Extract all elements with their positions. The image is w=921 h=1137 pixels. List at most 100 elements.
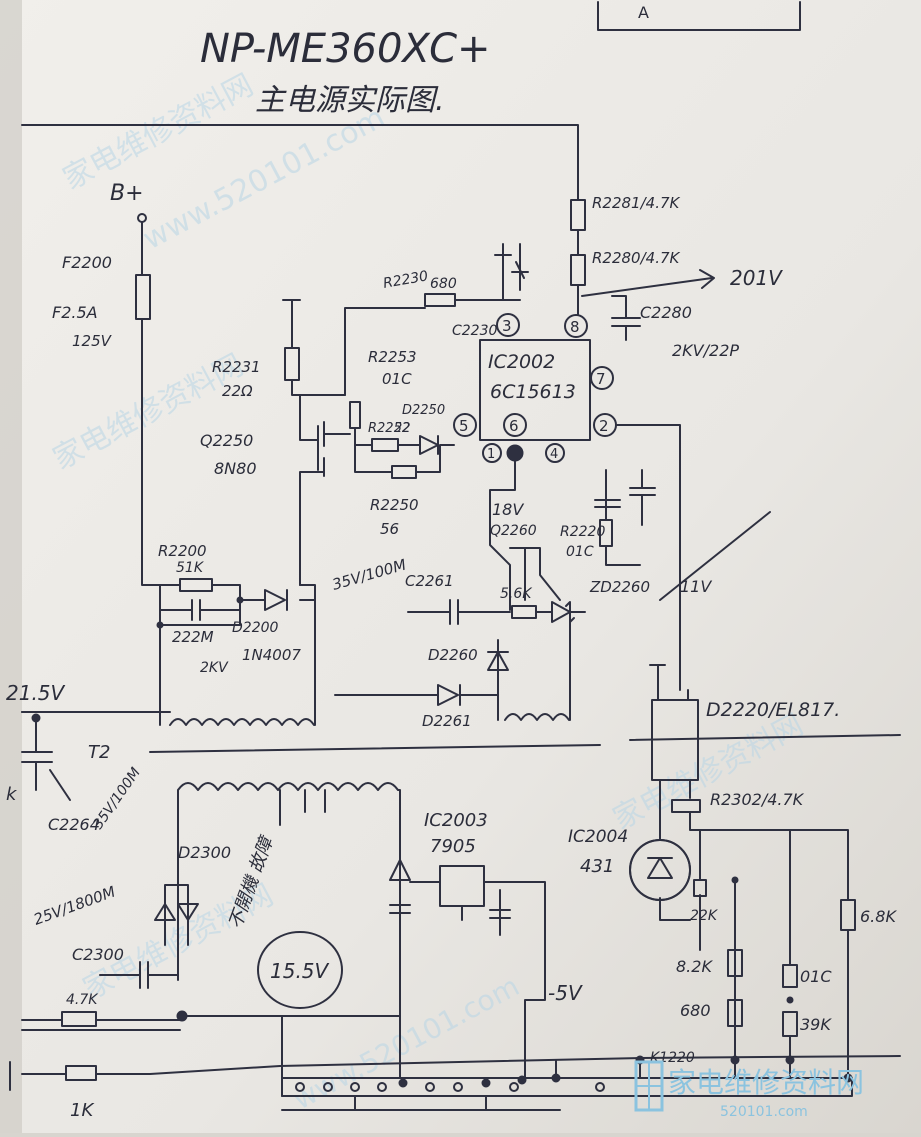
ic2004-circle <box>629 839 691 901</box>
label-01c: 01C <box>800 967 832 986</box>
pin-1-label: 1 <box>487 447 495 462</box>
label-fuse-ref: F2200 <box>62 253 112 272</box>
ic2002-val: 6C15613 <box>490 381 576 403</box>
page-title: NP-ME360XC+ <box>200 26 491 72</box>
node-fb-1 <box>731 876 739 884</box>
label-11v: 11V <box>680 577 712 596</box>
capacitor-c2261 <box>407 599 511 625</box>
transformer-aux <box>497 611 571 721</box>
wire-r2230 <box>344 299 521 396</box>
diode-d2300 <box>154 884 199 946</box>
resistor-r2231 <box>284 347 300 381</box>
label-r2252-val: 22 <box>394 421 411 436</box>
label-18v: 18V <box>492 500 524 519</box>
label-15-5v: 15.5V <box>270 959 330 983</box>
diode-d2260 <box>487 639 509 691</box>
pin-7-label: 7 <box>596 370 606 388</box>
label-c2280-ref: C2280 <box>640 303 692 322</box>
wire-r2220 <box>594 469 656 566</box>
label-r2200-ref: R2200 <box>158 542 207 560</box>
zener-zd2260 <box>535 601 586 623</box>
resistor-8-2k <box>727 949 743 977</box>
highlight-15-5v <box>257 931 343 1009</box>
wire-top <box>21 124 579 201</box>
pin-4 <box>545 443 565 463</box>
isolation-line <box>21 711 901 753</box>
resistor-r2200 <box>179 578 213 592</box>
logo-brand: 家电维修资料网 <box>668 1066 864 1099</box>
arrow-11v <box>659 511 771 601</box>
label-6-8k: 6.8K <box>860 907 897 926</box>
resistor-r2230 <box>424 293 456 307</box>
label-d2260: D2260 <box>428 646 478 664</box>
ic2004-ref: IC2004 <box>568 827 628 847</box>
label-c2280-val: 2KV/22P <box>672 341 739 360</box>
arrow-c2264 <box>49 769 71 801</box>
label-r2253-val: 01C <box>382 370 412 388</box>
diode-d2261 <box>334 684 499 706</box>
node-snubber-right <box>236 596 244 604</box>
label-r2252-ref: R2252 <box>368 421 410 436</box>
arrow-201v <box>581 269 715 297</box>
optocoupler-d2220 <box>651 699 699 781</box>
label-b-plus: B+ <box>110 181 144 206</box>
transformer-primary <box>159 624 315 726</box>
label-c2264: C2264 <box>48 815 100 834</box>
label-r2250-ref: R2250 <box>370 496 419 514</box>
resistor-r2252 <box>371 438 399 452</box>
page-subtitle: 主电源实际图. <box>255 83 445 118</box>
site-logo: 家电维修资料网 520101.com <box>634 1060 864 1120</box>
label-r2231-ref: R2231 <box>212 358 261 376</box>
capacitor-left <box>21 717 53 791</box>
label-680: 680 <box>680 1001 711 1020</box>
resistor-01c <box>782 964 798 988</box>
capacitor-c2300 <box>99 961 179 989</box>
label-1k: 1K <box>70 1100 94 1121</box>
ic2002-ref: IC2002 <box>488 351 555 373</box>
label-d2200-ref: D2200 <box>232 620 279 636</box>
opto-pins <box>649 664 691 799</box>
diode-pair-c2230 <box>494 243 529 301</box>
wire-bottom-4-7k <box>21 1015 401 1031</box>
label-r2200-val: 51K <box>176 560 205 576</box>
label-d2261: D2261 <box>422 712 472 730</box>
label-r2302: R2302/4.7K <box>710 790 805 809</box>
label-r2281: R2281/4.7K <box>592 194 681 212</box>
label-fuse-val: F2.5A <box>52 303 98 322</box>
label-c2200-val: 222M <box>172 628 214 646</box>
pin-5 <box>453 413 477 437</box>
label-q2260-ref: Q2260 <box>490 523 537 539</box>
label-201v: 201V <box>730 266 783 290</box>
label-5-6k: 5.6K <box>500 586 533 602</box>
label-c2261-ref: C2261 <box>405 572 454 590</box>
corner-label: A <box>638 3 649 22</box>
wire-pin2-opto <box>615 424 681 691</box>
wire-r2231 <box>282 299 346 396</box>
label-r2230: R2230 <box>382 268 430 292</box>
label-d2250-ref: D2250 <box>402 403 445 418</box>
capacitor-c2280 <box>611 295 641 341</box>
label-q2250-val: 8N80 <box>214 459 257 478</box>
resistor-6-8k <box>840 899 856 931</box>
pin-3-label: 3 <box>502 317 512 335</box>
label-d2200-val: 1N4007 <box>242 646 301 664</box>
label-d2220: D2220/EL817. <box>706 699 840 721</box>
resistor-4-7k <box>61 1011 97 1027</box>
ic2003-ref: IC2003 <box>424 810 488 831</box>
pin-6 <box>503 413 527 437</box>
ic2004-val: 431 <box>580 856 614 877</box>
resistor-1k <box>65 1065 97 1081</box>
label-c2300: C2300 <box>72 945 124 964</box>
diode-d2200 <box>264 589 288 611</box>
pin-6-node <box>506 444 524 462</box>
label-c2230: C2230 <box>452 323 497 339</box>
wire-b-plus <box>141 221 161 586</box>
wire-r2252 <box>354 427 455 473</box>
pin-1 <box>482 443 502 463</box>
label-22k: 22K <box>690 908 719 924</box>
label-connector: K1220 <box>650 1050 695 1066</box>
label-fuse-volt: 125V <box>72 332 113 350</box>
mosfet-q2250 <box>299 394 351 586</box>
